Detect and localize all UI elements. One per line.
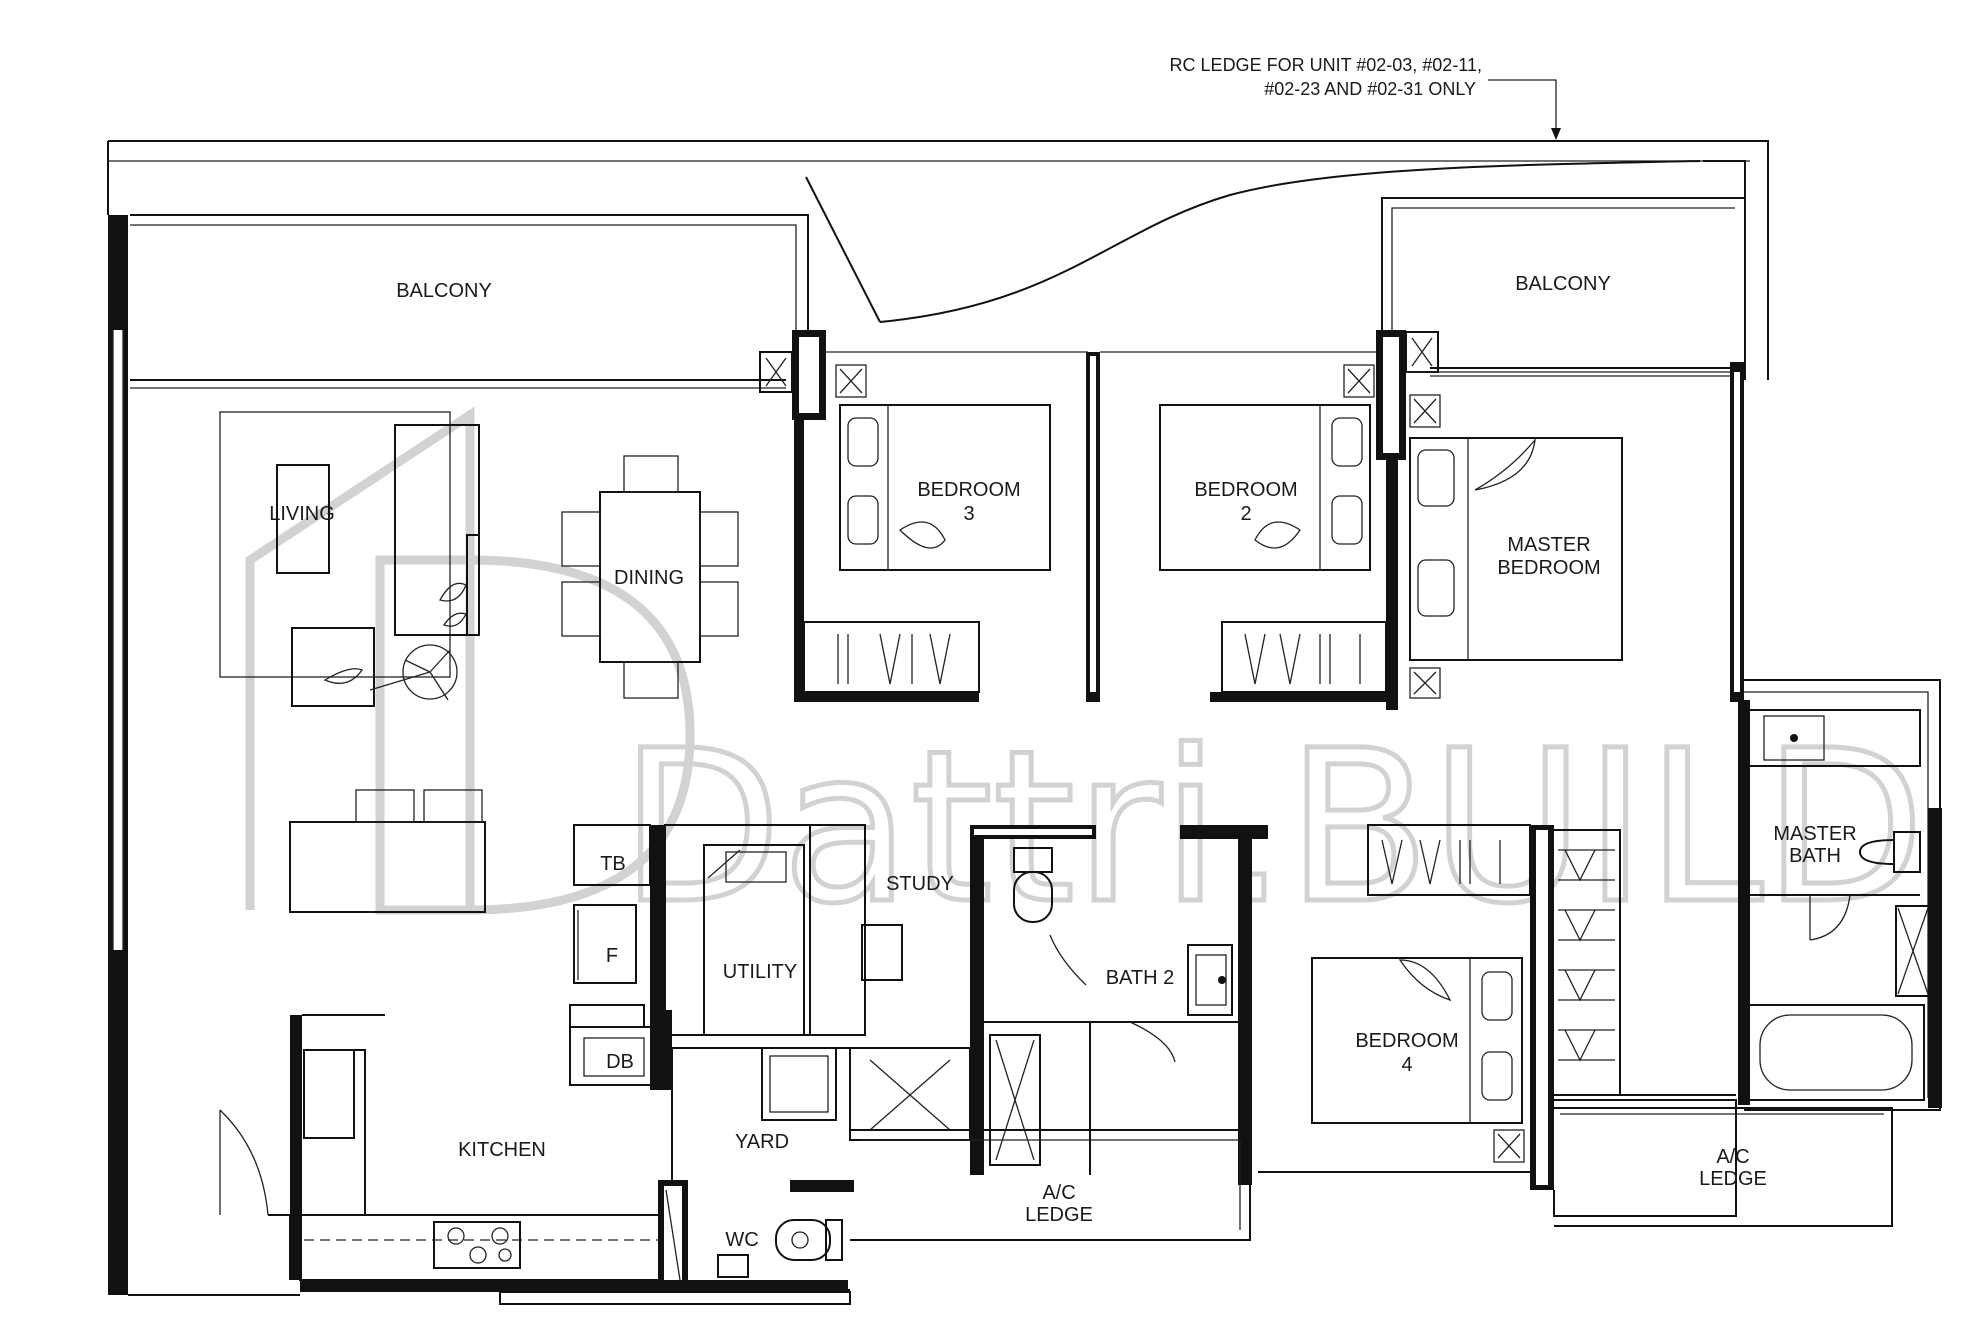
label-yard: YARD <box>735 1131 789 1153</box>
master-bed <box>1409 437 1623 661</box>
label-bath2: BATH 2 <box>1106 967 1175 989</box>
rc-ledge-note-line1: RC LEDGE FOR UNIT #02-03, #02-11, <box>1170 55 1482 75</box>
walls <box>108 215 1942 1305</box>
tv-console <box>289 821 486 913</box>
label-balcony-left: BALCONY <box>396 280 492 302</box>
rc-ledge-outline <box>107 140 1769 380</box>
living-furniture <box>219 411 486 913</box>
coffee-table <box>276 464 330 574</box>
balcony-left-outline <box>130 214 809 389</box>
watermark: Dattri.BUILD <box>245 406 1927 953</box>
bedroom3-furniture <box>835 364 1051 685</box>
rc-ledge-note: RC LEDGE FOR UNIT #02-03, #02-11, #02-23… <box>1170 55 1561 140</box>
label-dining: DINING <box>614 567 684 589</box>
armchair <box>291 627 375 707</box>
master-bedroom-furniture <box>1409 394 1623 699</box>
label-ac-ledge-right-line1: A/C <box>1716 1146 1749 1168</box>
label-bedroom4-line2: 4 <box>1401 1054 1412 1076</box>
balcony-right-outline <box>1381 197 1745 377</box>
label-utility: UTILITY <box>723 961 797 983</box>
bedroom4-furniture <box>1311 839 1615 1163</box>
label-living: LIVING <box>269 503 335 525</box>
watermark-text: Dattri.BUILD <box>620 705 1925 950</box>
label-bedroom2-line2: 2 <box>1240 503 1251 525</box>
bed-3 <box>839 404 1051 571</box>
label-db: DB <box>606 1051 634 1073</box>
label-tb: TB <box>600 853 626 875</box>
note-leader-line <box>1488 79 1557 132</box>
dining-furniture <box>561 455 739 699</box>
label-master-bath-line1: MASTER <box>1773 823 1856 845</box>
bed-4 <box>1311 957 1523 1124</box>
label-bedroom3-line2: 3 <box>963 503 974 525</box>
label-kitchen: KITCHEN <box>458 1139 546 1161</box>
label-master-bedroom-line2: BEDROOM <box>1497 557 1600 579</box>
room-labels: BALCONY BALCONY LIVING DINING BEDROOM 3 … <box>269 273 1856 1251</box>
label-bedroom4-line1: BEDROOM <box>1355 1030 1458 1052</box>
watermark-d-shape <box>375 555 695 915</box>
rc-ledge-note-line2: #02-23 AND #02-31 ONLY <box>1264 79 1476 99</box>
note-arrow-icon <box>1551 128 1561 140</box>
label-ac-ledge-mid-line2: LEDGE <box>1025 1204 1093 1226</box>
bedroom2-furniture <box>1159 364 1375 685</box>
watermark-house-icon <box>245 406 475 910</box>
label-ac-ledge-mid-line1: A/C <box>1042 1182 1075 1204</box>
label-wc: WC <box>725 1229 758 1251</box>
label-balcony-right: BALCONY <box>1515 273 1611 295</box>
label-bedroom3-line1: BEDROOM <box>917 479 1020 501</box>
label-f: F <box>606 945 618 967</box>
label-study: STUDY <box>886 873 954 895</box>
label-ac-ledge-right-line2: LEDGE <box>1699 1168 1767 1190</box>
side-table <box>402 644 458 700</box>
label-bedroom2-line1: BEDROOM <box>1194 479 1297 501</box>
bed-2 <box>1159 404 1371 571</box>
sofa <box>394 424 480 636</box>
label-master-bedroom-line1: MASTER <box>1507 534 1590 556</box>
label-master-bath-line2: BATH <box>1789 845 1841 867</box>
